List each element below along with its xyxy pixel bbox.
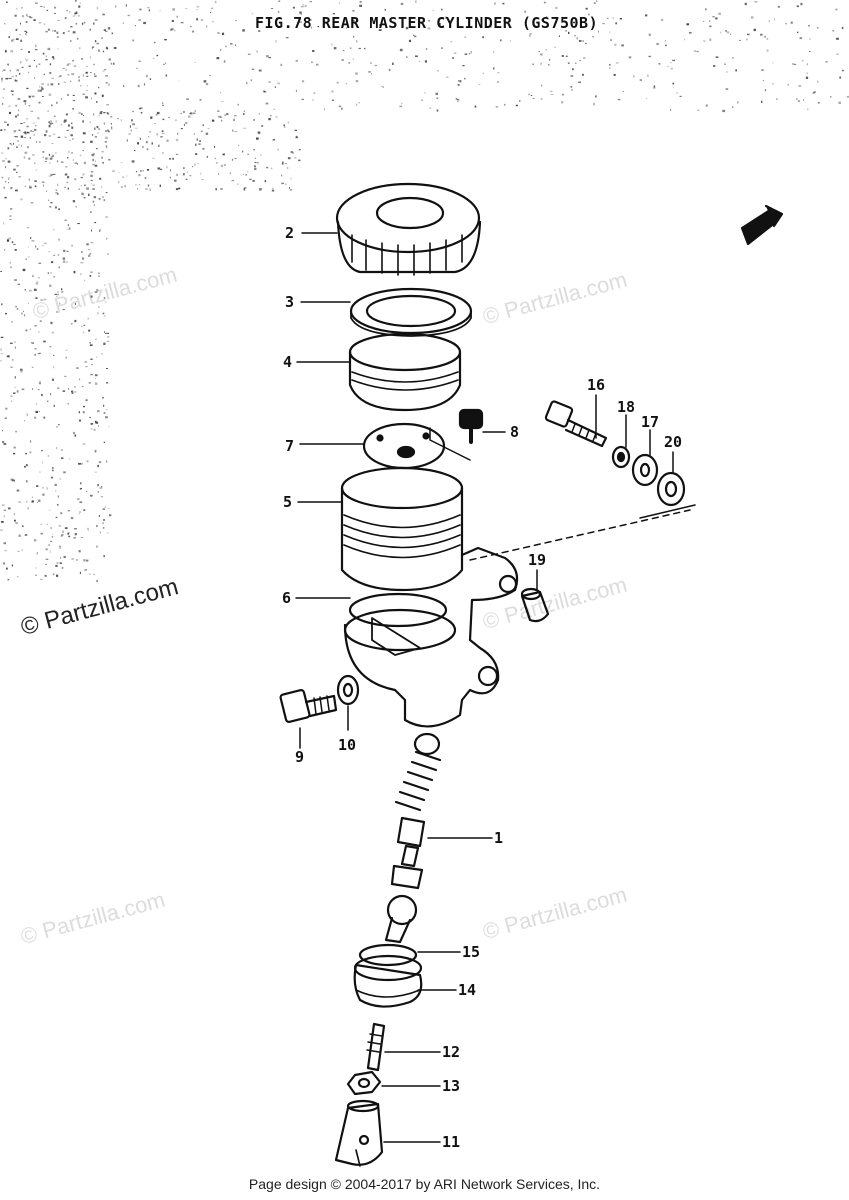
callout-20: 20 <box>664 433 683 451</box>
part-9-bolt <box>279 689 338 723</box>
part-6-circlip <box>348 592 448 628</box>
part-16-bolt <box>544 400 608 448</box>
copyright-footer: Page design © 2004-2017 by ARI Network S… <box>248 1176 601 1192</box>
part-15-circlip <box>358 894 418 967</box>
figure-title: FIG.78 REAR MASTER CYLINDER (GS750B) <box>255 14 599 32</box>
callout-6: 6 <box>282 589 292 607</box>
callout-17: 17 <box>641 413 660 431</box>
part-2-reservoir-cap <box>335 182 482 276</box>
part-12-pushrod <box>366 1022 386 1072</box>
callout-14: 14 <box>458 981 477 999</box>
front-arrow-icon <box>740 204 784 246</box>
part-13-nut <box>346 1070 382 1096</box>
part-3-plate <box>349 287 473 337</box>
part-11-clevis <box>334 1099 384 1167</box>
part-10-washer <box>336 674 360 706</box>
part-14-boot <box>353 954 423 1008</box>
callout-7: 7 <box>285 437 295 455</box>
part-1-piston-assembly <box>390 732 442 890</box>
part-19-bushing <box>520 587 550 623</box>
callout-5: 5 <box>283 493 293 511</box>
part-4-diaphragm <box>348 332 462 412</box>
callout-16: 16 <box>587 376 606 394</box>
callout-18: 18 <box>617 398 636 416</box>
callout-3: 3 <box>285 293 295 311</box>
callout-2: 2 <box>285 224 295 242</box>
callout-11: 11 <box>442 1133 461 1151</box>
master-cylinder-body <box>343 546 519 728</box>
callout-19: 19 <box>528 551 547 569</box>
callout-12: 12 <box>442 1043 461 1061</box>
part-18-washer <box>611 445 631 469</box>
callout-8: 8 <box>510 423 520 441</box>
callout-9: 9 <box>295 748 305 766</box>
callout-15: 15 <box>462 943 481 961</box>
callout-10: 10 <box>338 736 357 754</box>
callout-1: 1 <box>494 829 504 847</box>
part-8-screw <box>458 408 484 444</box>
part-7-plate <box>362 422 446 470</box>
callout-13: 13 <box>442 1077 461 1095</box>
part-5-reservoir <box>340 466 464 592</box>
part-17-washer <box>631 453 659 487</box>
part-20-washer <box>656 471 686 507</box>
callout-4: 4 <box>283 353 293 371</box>
